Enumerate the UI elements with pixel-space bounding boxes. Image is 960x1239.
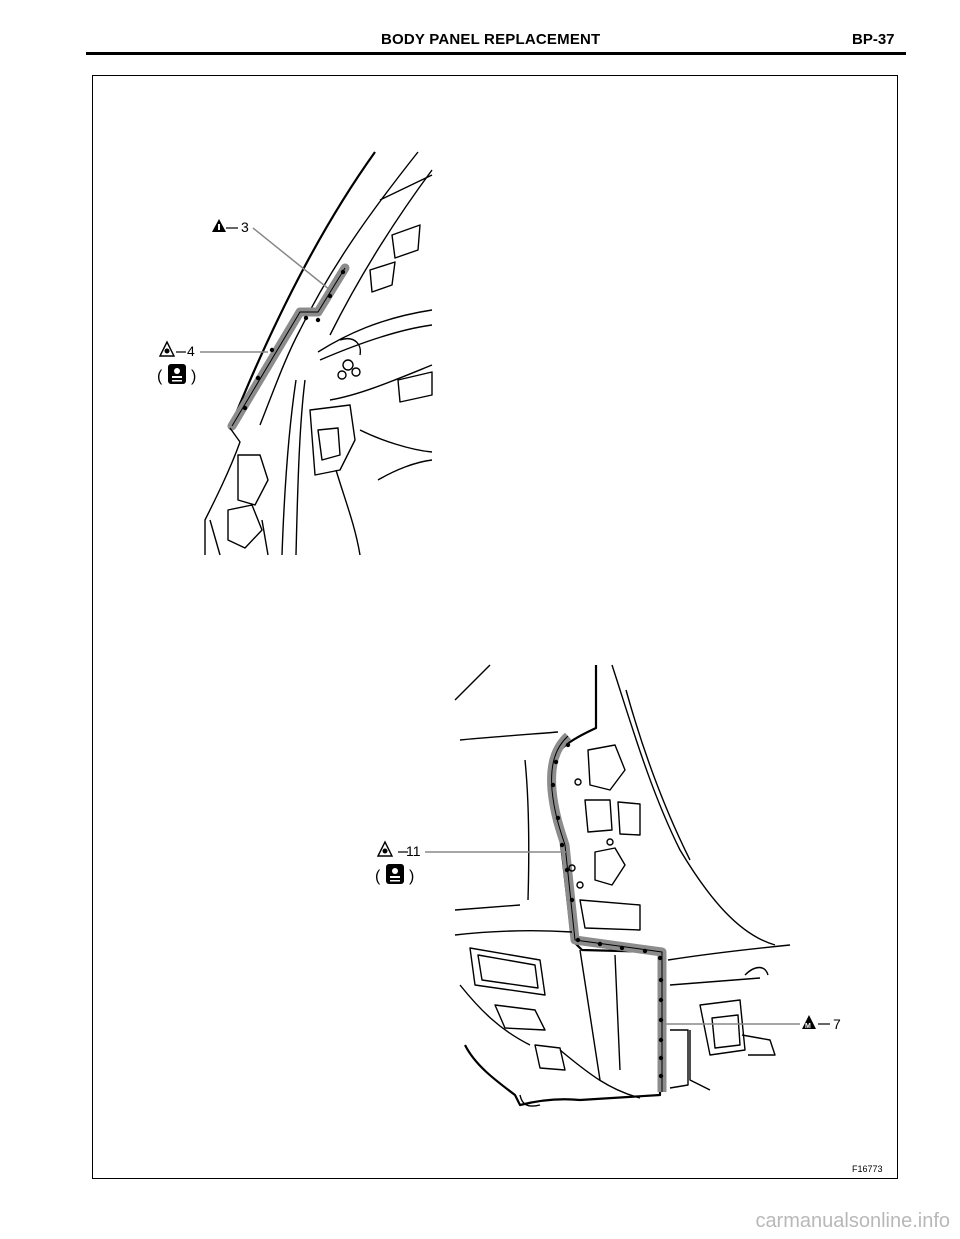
- brazing-torch-icon: ( ): [375, 864, 414, 885]
- svg-text:(: (: [157, 368, 163, 385]
- svg-text:): ): [409, 868, 414, 885]
- watermark: carmanualsonline.info: [755, 1210, 950, 1232]
- page-number: BP-37: [852, 31, 895, 48]
- upper-pillar-drawing: [204, 151, 433, 556]
- callout-label-4: 4: [187, 343, 195, 359]
- lower-leader-lines: [398, 851, 830, 1025]
- weld-triangle-icon: [212, 219, 226, 232]
- upper-leader-lines: [176, 227, 331, 353]
- header-divider: [86, 52, 906, 55]
- sealer-triangle-icon: [376, 840, 394, 857]
- page-title: BODY PANEL REPLACEMENT: [381, 31, 601, 48]
- sealer-triangle-icon: [158, 340, 176, 357]
- svg-text:(: (: [375, 868, 381, 885]
- callout-label-3: 3: [241, 219, 249, 235]
- mig-triangle-icon: M: [802, 1015, 816, 1030]
- brazing-torch-icon: ( ): [157, 364, 196, 385]
- svg-text:): ): [191, 368, 196, 385]
- svg-text:M: M: [805, 1023, 811, 1030]
- figure-id: F16773: [852, 1164, 883, 1174]
- callout-label-7: 7: [833, 1016, 841, 1032]
- callout-label-11: 11: [406, 843, 421, 859]
- upper-weld-spots: [242, 269, 346, 411]
- lower-weld-spots: [550, 742, 664, 1079]
- lower-quarter-drawing: [454, 664, 791, 1107]
- figure-frame: [92, 75, 898, 1179]
